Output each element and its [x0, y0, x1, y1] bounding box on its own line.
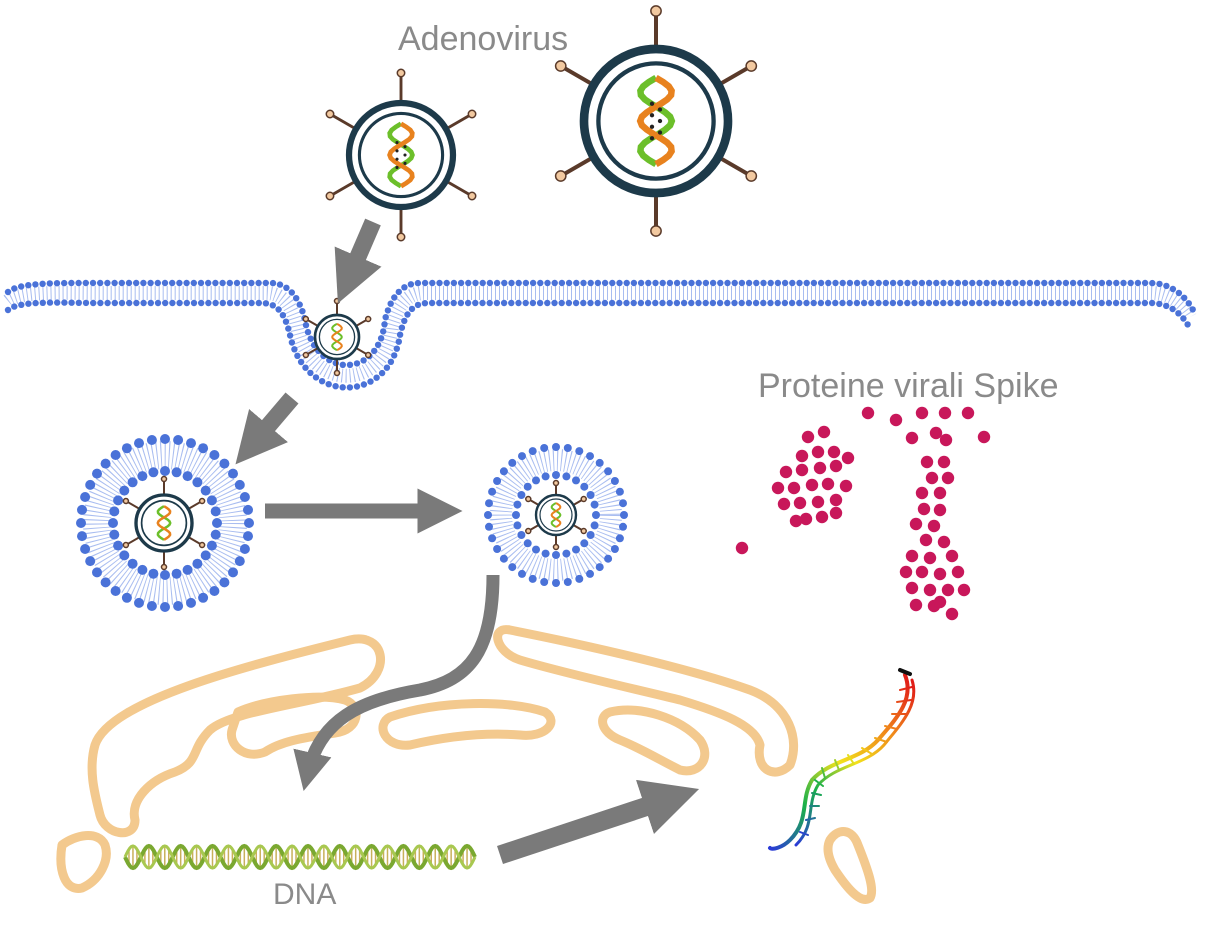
adenovirus-icon — [325, 68, 477, 242]
arrow-virus-to-membrane — [334, 218, 382, 304]
arrow-membrane-to-endosome — [235, 392, 299, 465]
adenovirus-icon — [302, 297, 372, 377]
endosome-large — [76, 434, 254, 612]
spike-protein-label: Proteine virali Spike — [758, 367, 1058, 405]
flow-arrows — [235, 218, 700, 865]
spike-protein-cluster — [735, 406, 991, 621]
adenovirus-icon — [554, 5, 758, 237]
dna-helix-icon — [123, 843, 477, 871]
arrow-dna-to-mrna — [497, 779, 700, 865]
mrna-strand-icon — [768, 668, 916, 851]
arrow-endosome-to-nucleus — [293, 574, 500, 791]
adenovirus-label: Adenovirus — [398, 20, 568, 58]
endosome-small — [484, 443, 628, 587]
adenovirus-icon — [122, 475, 206, 571]
dna-label: DNA — [273, 878, 336, 911]
adenovirus-icon — [525, 479, 587, 551]
endoplasmic-reticulum-icon — [56, 625, 877, 904]
